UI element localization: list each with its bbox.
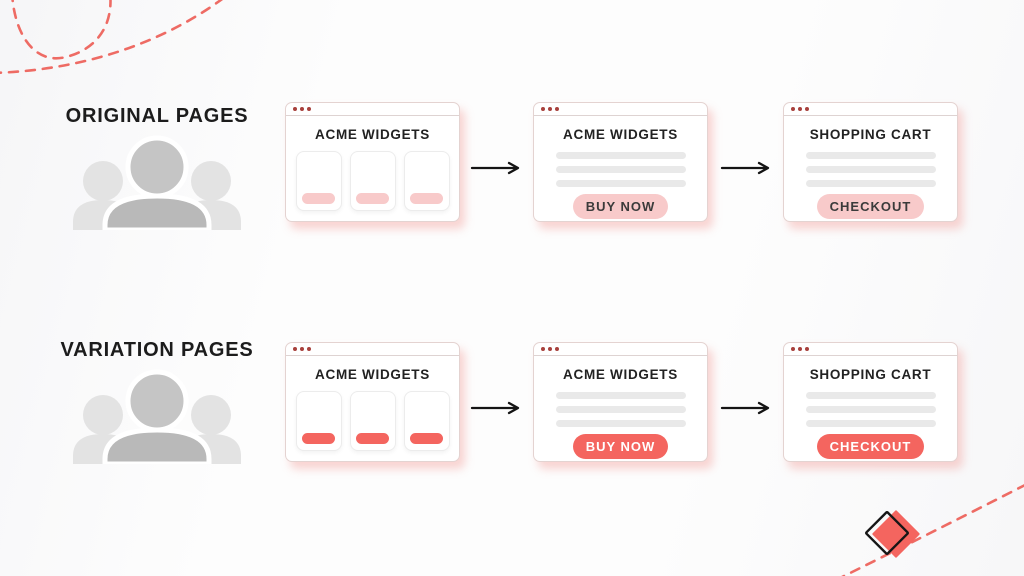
product-cta-placeholder (302, 193, 335, 204)
text-placeholder-line (805, 180, 936, 187)
dashed-arc-decoration (841, 484, 1024, 576)
text-placeholder-line (805, 420, 936, 427)
audience-original: ORIGINAL PAGES (52, 105, 262, 230)
browser-window: ACME WIDGETS (285, 102, 460, 222)
text-placeholder-line (555, 392, 686, 399)
audience-icon (73, 135, 241, 230)
product-card (295, 151, 342, 211)
window-control-dot-icon (293, 107, 297, 111)
text-placeholder-line (555, 420, 686, 427)
window-title: ACME WIDGETS (563, 127, 678, 142)
row-label: ORIGINAL PAGES (65, 105, 249, 127)
text-placeholder-line (555, 152, 686, 159)
window-control-dot-icon (541, 347, 545, 351)
window-titlebar (534, 103, 707, 116)
window-control-dot-icon (307, 347, 311, 351)
product-cta-placeholder (410, 433, 443, 444)
product-cta-placeholder (410, 193, 443, 204)
product-cta-placeholder (302, 433, 335, 444)
product-cta-placeholder (356, 433, 389, 444)
text-placeholder-line (805, 152, 936, 159)
text-placeholder-block (805, 392, 936, 427)
flow-arrow-icon (720, 401, 770, 415)
product-card (349, 391, 396, 451)
window-title: ACME WIDGETS (563, 367, 678, 382)
browser-window: ACME WIDGETS (285, 342, 460, 462)
window-control-dot-icon (791, 347, 795, 351)
text-placeholder-block (555, 392, 686, 427)
audience-variation: VARIATION PAGES (52, 339, 262, 464)
window-control-dot-icon (300, 347, 304, 351)
browser-window: ACME WIDGETS BUY NOW (533, 342, 708, 462)
red-diamond (872, 510, 920, 558)
browser-window: SHOPPING CART CHECKOUT (783, 342, 958, 462)
text-placeholder-block (805, 152, 936, 187)
checkout-button: CHECKOUT (816, 194, 925, 219)
window-titlebar (286, 343, 459, 356)
browser-window: SHOPPING CART CHECKOUT (783, 102, 958, 222)
diamond-decoration (865, 510, 920, 558)
window-title: ACME WIDGETS (315, 367, 430, 382)
window-control-dot-icon (541, 107, 545, 111)
window-control-dot-icon (548, 107, 552, 111)
product-grid (286, 151, 459, 211)
product-cta-placeholder (356, 193, 389, 204)
dashed-curls-decoration (0, 0, 223, 74)
product-card (295, 391, 342, 451)
audience-icon (73, 369, 241, 464)
window-titlebar (534, 343, 707, 356)
window-control-dot-icon (555, 107, 559, 111)
product-card (403, 391, 450, 451)
product-card (349, 151, 396, 211)
window-title: ACME WIDGETS (315, 127, 430, 142)
flow-arrow-icon (470, 161, 520, 175)
window-title: SHOPPING CART (809, 367, 932, 382)
product-card (403, 151, 450, 211)
window-control-dot-icon (300, 107, 304, 111)
checkout-button: CHECKOUT (816, 434, 925, 459)
flow-arrow-icon (720, 161, 770, 175)
product-grid (286, 391, 459, 451)
text-placeholder-block (555, 152, 686, 187)
buy-now-button: BUY NOW (572, 434, 669, 459)
window-control-dot-icon (307, 107, 311, 111)
text-placeholder-line (805, 166, 936, 173)
text-placeholder-line (555, 406, 686, 413)
window-control-dot-icon (293, 347, 297, 351)
window-control-dot-icon (791, 107, 795, 111)
window-titlebar (784, 103, 957, 116)
window-control-dot-icon (555, 347, 559, 351)
text-placeholder-line (555, 166, 686, 173)
window-control-dot-icon (805, 347, 809, 351)
window-title: SHOPPING CART (809, 127, 932, 142)
diamond-outline (865, 511, 909, 555)
window-control-dot-icon (798, 107, 802, 111)
flow-arrow-icon (470, 401, 520, 415)
window-control-dot-icon (548, 347, 552, 351)
text-placeholder-line (805, 406, 936, 413)
buy-now-button: BUY NOW (572, 194, 669, 219)
window-titlebar (784, 343, 957, 356)
window-control-dot-icon (798, 347, 802, 351)
text-placeholder-line (805, 392, 936, 399)
window-titlebar (286, 103, 459, 116)
text-placeholder-line (555, 180, 686, 187)
window-control-dot-icon (805, 107, 809, 111)
row-label: VARIATION PAGES (60, 339, 254, 361)
browser-window: ACME WIDGETS BUY NOW (533, 102, 708, 222)
